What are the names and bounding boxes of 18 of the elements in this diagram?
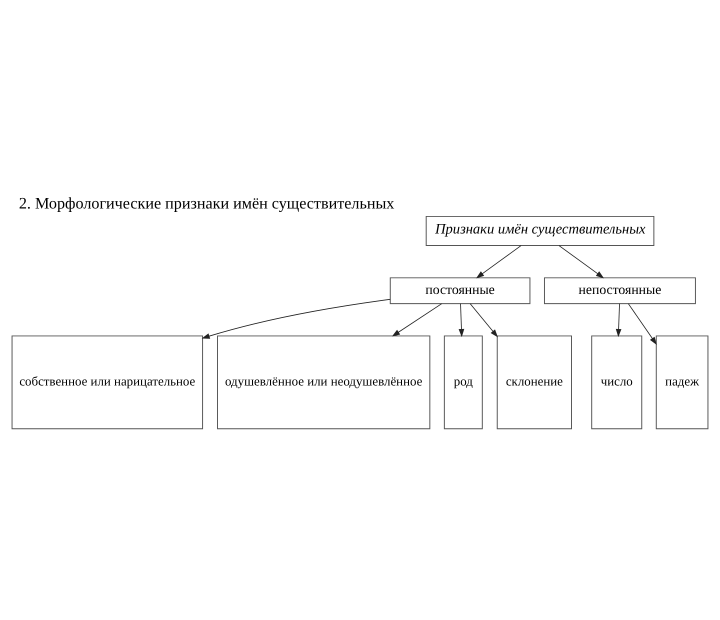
node-box: непостоянные: [544, 276, 696, 304]
node-box: число: [591, 334, 642, 429]
arrow: [202, 298, 391, 338]
arrow: [476, 244, 522, 278]
node-box: собственное или нарицательное: [12, 334, 204, 429]
arrow: [628, 302, 657, 344]
node-box: падеж: [656, 334, 708, 429]
arrow: [458, 302, 464, 337]
arrow: [392, 302, 442, 336]
node-box: постоянные: [390, 276, 530, 304]
node-box: Признаки имён существительных: [426, 215, 654, 246]
node-box: одушевлённое или неодушевлённое: [217, 334, 430, 429]
arrow: [616, 302, 622, 337]
node-box: склонение: [496, 334, 572, 429]
arrow: [470, 302, 498, 337]
arrow: [558, 244, 604, 278]
node-box: род: [444, 334, 483, 429]
diagram-title: 2. Морфологические признаки имён существительных: [18, 194, 394, 212]
